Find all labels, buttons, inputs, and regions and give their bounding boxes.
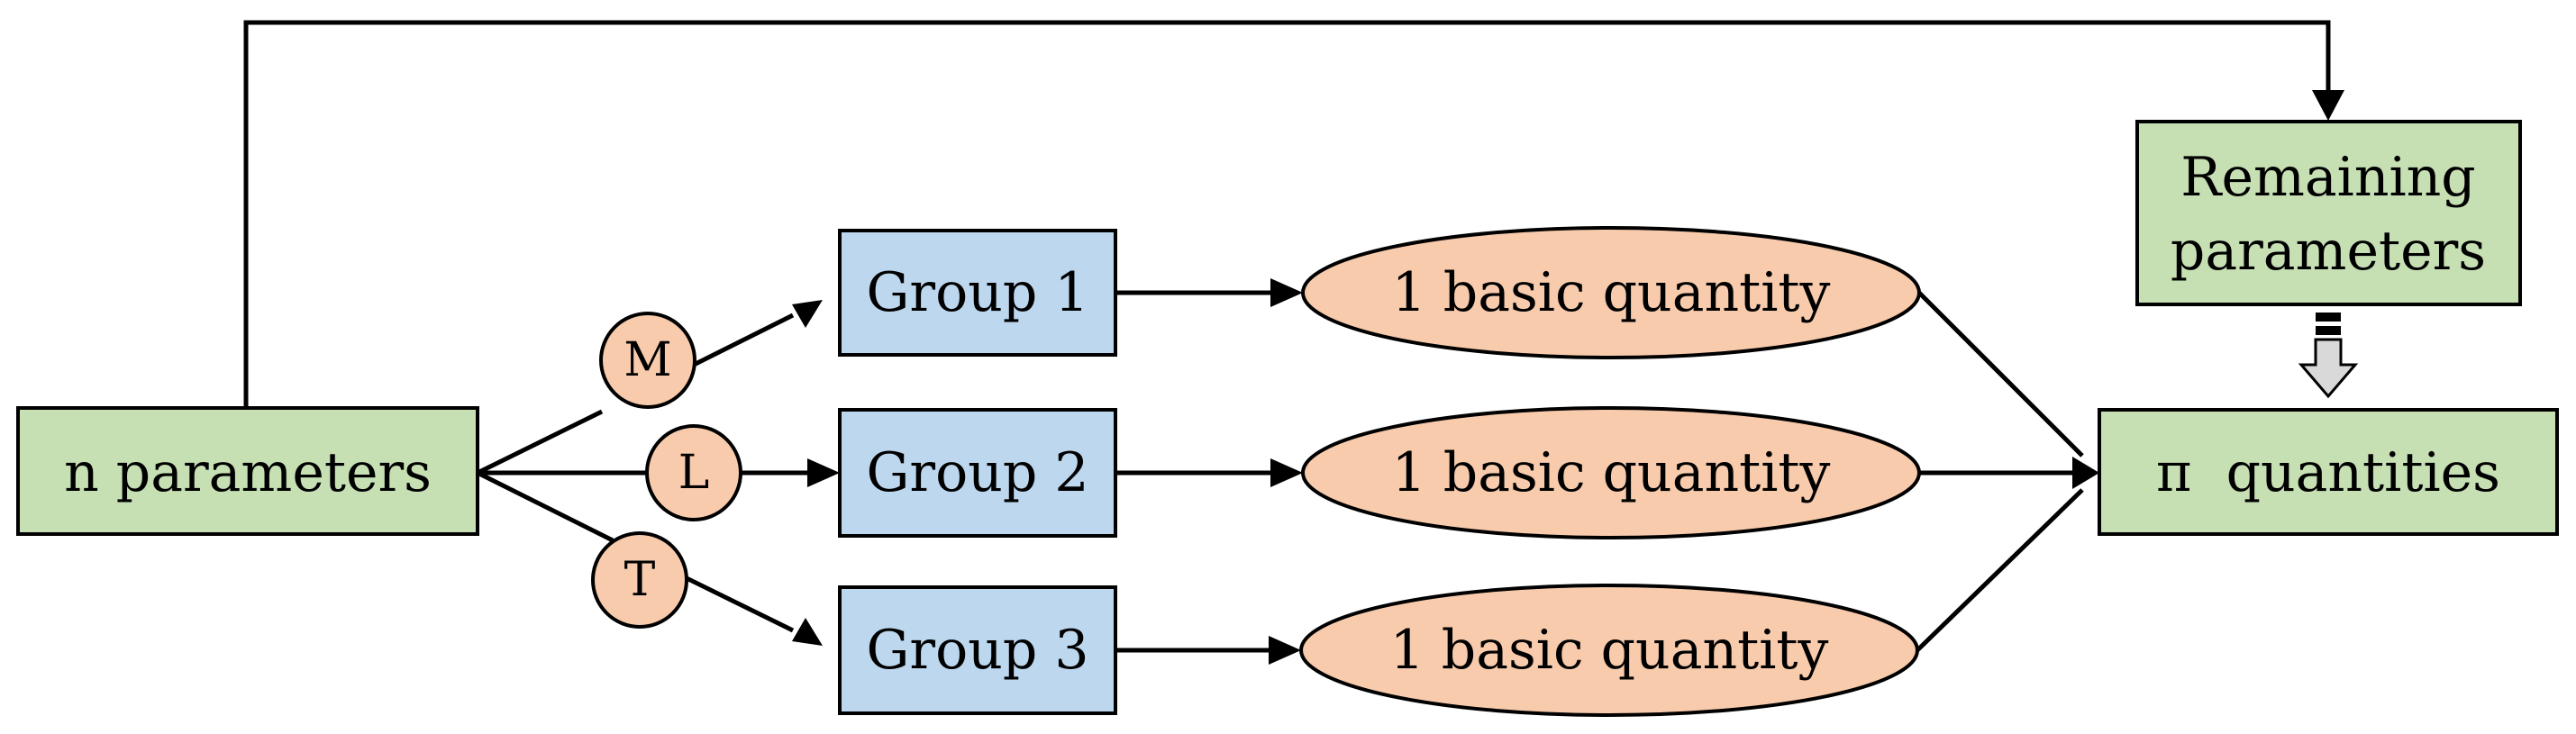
n-parameters-box: n parameters [16,406,479,536]
arrowhead-pi [2072,457,2099,489]
basic-quantity-2-label: 1 basic quantity [1392,441,1831,504]
basic-quantity-ellipse-3: 1 basic quantity [1299,584,1919,717]
basic-quantity-3-label: 1 basic quantity [1390,619,1829,682]
hollow-down-arrow [2298,313,2359,399]
arrowhead-quantity3 [1269,636,1301,665]
remaining-parameters-label-line2: parameters [2171,220,2486,283]
arrowhead-quantity1 [1270,278,1303,307]
arrowhead-group3 [792,618,823,646]
dimension-circle-m: M [599,312,696,409]
dimension-circle-l: L [645,424,742,521]
connector-to-m [476,409,604,476]
basic-quantity-ellipse-2: 1 basic quantity [1301,406,1921,539]
arrowhead-group1 [792,300,823,328]
group-3-label: Group 3 [866,619,1088,682]
pi-quantities-label: π quantities [2156,441,2500,504]
basic-quantity-ellipse-1: 1 basic quantity [1301,226,1921,359]
group-2-box: Group 2 [838,408,1117,538]
dimension-t-label: T [624,553,656,607]
remaining-parameters-box: Remaining parameters [2135,120,2522,306]
basic-quantity-1-label: 1 basic quantity [1392,261,1831,324]
pi-quantities-box: π quantities [2098,408,2559,536]
remaining-parameters-label-line1: Remaining [2180,146,2475,209]
connector-to-t [476,470,614,543]
group-1-label: Group 1 [866,261,1088,324]
n-parameters-label: n parameters [64,441,432,504]
dimension-m-label: M [624,333,671,387]
connector-quantity1-to-pi [1917,291,2084,458]
arrowhead-quantity2 [1270,458,1303,487]
group-1-box: Group 1 [838,229,1117,357]
feedback-arrowhead [2312,90,2344,121]
feedback-connector [243,20,2331,408]
group-2-label: Group 2 [866,441,1088,504]
arrowhead-group2 [807,458,840,487]
dimension-circle-t: T [591,531,688,629]
connector-m-to-group1 [692,313,795,367]
connector-t-to-group3 [683,575,795,633]
dimension-l-label: L [678,446,710,500]
group-3-box: Group 3 [838,585,1117,715]
connector-quantity3-to-pi [1916,488,2084,652]
